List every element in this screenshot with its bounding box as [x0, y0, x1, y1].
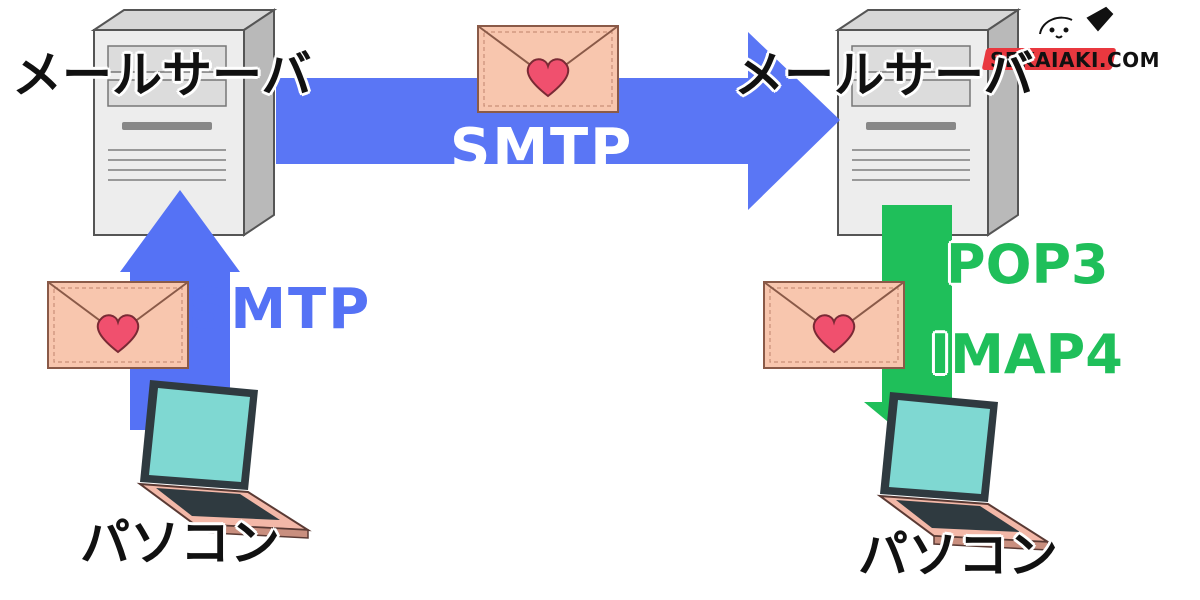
pc-right-label: パソコン [858, 526, 1058, 584]
pop3-label: POP3 [946, 233, 1109, 296]
cat-doodle-icon [1039, 6, 1114, 39]
brand-logo: SEKAIAKI.COM [981, 42, 1194, 76]
smtp-arrow-server-to-server [276, 32, 840, 210]
envelope-top-icon [477, 25, 619, 113]
brand-text: SEKAIAKI.COM [990, 48, 1161, 72]
imap4-label: IMAP4 [930, 323, 1123, 386]
smtp-label-pc-to-server: SMTP [188, 277, 372, 342]
pc-left-label: パソコン [80, 514, 280, 572]
server-left-label: メールサーバ [12, 46, 312, 104]
envelope-left-icon [47, 281, 189, 369]
smtp-label-server-to-server: SMTP [450, 117, 634, 182]
server-right-label: メールサーバ [734, 46, 1034, 104]
envelope-right-icon [763, 281, 905, 369]
pop-imap-arrow-server-to-pc [864, 205, 968, 445]
